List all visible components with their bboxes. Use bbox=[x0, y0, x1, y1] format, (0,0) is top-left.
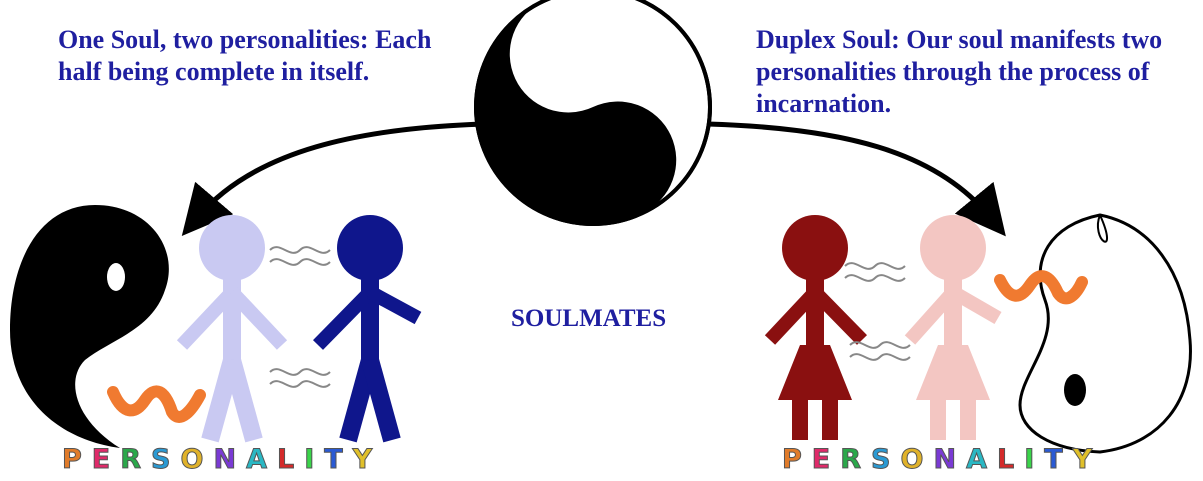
wave-icon bbox=[113, 391, 200, 417]
personality-letter: A bbox=[966, 444, 997, 475]
personality-letter: P bbox=[782, 444, 812, 475]
personality-letter: L bbox=[997, 444, 1024, 475]
personality-letter: R bbox=[120, 444, 151, 475]
yang-half-icon bbox=[1020, 215, 1190, 452]
personality-letter: O bbox=[901, 444, 934, 475]
arrow-right bbox=[708, 124, 990, 217]
wave-icon bbox=[845, 263, 910, 360]
caption-right: Duplex Soul: Our soul manifests two pers… bbox=[756, 24, 1203, 120]
figure-maroon bbox=[770, 215, 862, 440]
personality-letter: A bbox=[246, 444, 277, 475]
yin-half-icon bbox=[10, 205, 169, 448]
personality-letter: T bbox=[1044, 444, 1072, 475]
wave-icon bbox=[270, 247, 330, 387]
personality-letter: L bbox=[277, 444, 304, 475]
figure-navy bbox=[318, 215, 418, 440]
personality-letter: R bbox=[840, 444, 871, 475]
soulmates-label: SOULMATES bbox=[511, 305, 666, 333]
personality-letter: I bbox=[1024, 444, 1044, 475]
personality-letter: P bbox=[62, 444, 92, 475]
personality-letter: O bbox=[181, 444, 214, 475]
personality-label-right: PERSONALITY bbox=[782, 444, 1102, 475]
personality-letter: E bbox=[92, 444, 120, 475]
personality-letter: Y bbox=[353, 444, 383, 475]
personality-letter: S bbox=[151, 444, 180, 475]
personality-letter: N bbox=[213, 444, 246, 475]
personality-label-left: PERSONALITY bbox=[62, 444, 382, 475]
personality-letter: I bbox=[304, 444, 324, 475]
caption-left: One Soul, two personalities: Each half b… bbox=[58, 24, 458, 88]
personality-letter: S bbox=[871, 444, 900, 475]
personality-letter: N bbox=[933, 444, 966, 475]
personality-letter: Y bbox=[1073, 444, 1103, 475]
personality-letter: E bbox=[812, 444, 840, 475]
personality-letter: T bbox=[324, 444, 352, 475]
arrow-left bbox=[198, 124, 485, 217]
yin-yang-icon bbox=[438, 0, 710, 262]
figure-pink bbox=[910, 215, 998, 440]
